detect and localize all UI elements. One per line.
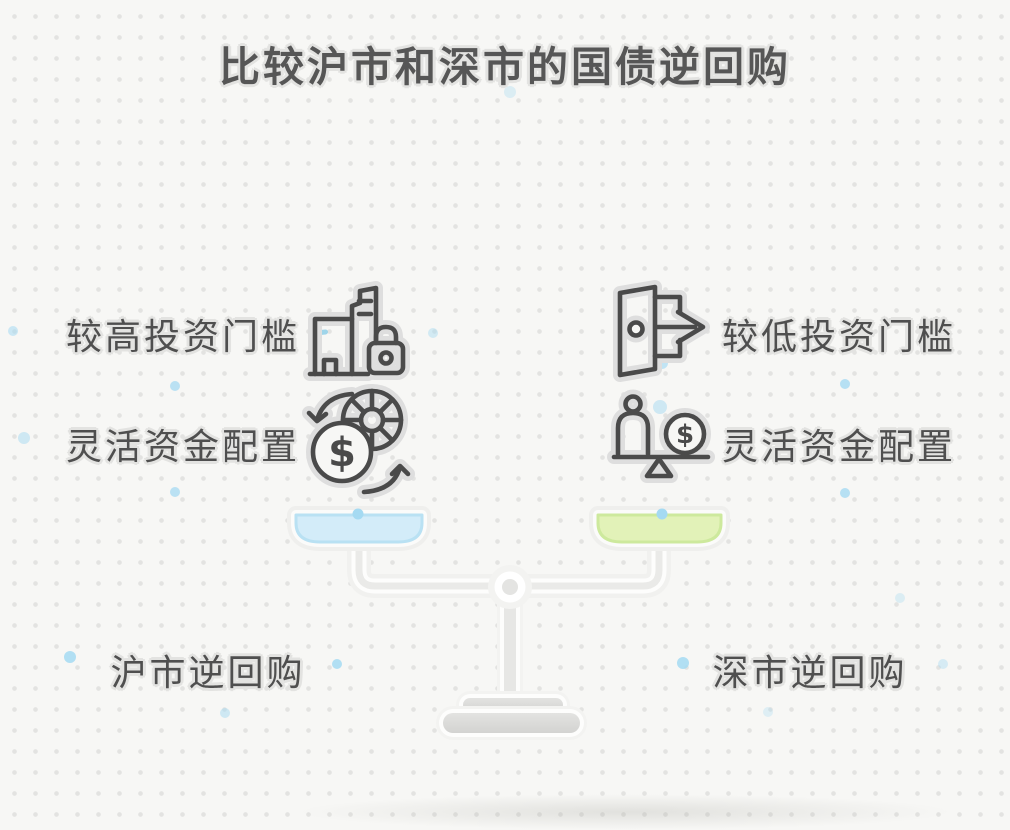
accent-dot <box>428 328 438 338</box>
page-title: 比较沪市和深市的国债逆回购 <box>219 43 791 92</box>
accent-dot <box>653 400 667 414</box>
accent-dot <box>840 488 850 498</box>
scale-right-pan <box>589 506 730 551</box>
feature-label-left-allocation: 灵活资金配置 <box>65 427 300 468</box>
accent-dot <box>8 326 18 336</box>
right-pan-bowl <box>596 513 723 544</box>
coins-exchange-icon: $ <box>300 390 416 496</box>
dollar-sign: $ <box>676 420 694 450</box>
door-arrow-icon <box>593 283 713 383</box>
dollar-sign: $ <box>328 430 356 476</box>
accent-dot <box>731 433 741 443</box>
right-pan-accent-dot <box>656 508 668 520</box>
scale-base <box>436 691 587 740</box>
building-lock-icon <box>302 282 417 382</box>
scale-pole <box>497 591 523 713</box>
left-pan-bowl <box>294 513 424 544</box>
feature-label-right-allocation: 灵活资金配置 <box>722 427 957 468</box>
scale-left-pan <box>287 506 431 551</box>
feature-label-right-threshold: 较低投资门槛 <box>722 317 957 358</box>
accent-dot <box>332 659 342 669</box>
accent-dot <box>170 487 180 497</box>
accent-dot <box>763 707 773 717</box>
accent-dot <box>677 657 689 669</box>
left-pan-accent-dot <box>352 508 364 520</box>
market-label-shenzhen: 深市逆回购 <box>712 653 908 694</box>
accent-dot <box>170 381 180 391</box>
accent-dot <box>18 432 30 444</box>
ground-shadow <box>295 794 955 830</box>
accent-dot <box>938 659 948 669</box>
accent-dot <box>840 379 850 389</box>
accent-dot <box>64 651 76 663</box>
accent-dot <box>895 593 905 603</box>
balance-scale <box>287 506 730 740</box>
feature-label-left-threshold: 较高投资门槛 <box>65 317 300 358</box>
accent-dot <box>504 86 516 98</box>
person-coin-balance-icon: $ <box>612 396 712 484</box>
market-label-shanghai: 沪市逆回购 <box>110 653 306 694</box>
scale-pivot <box>488 565 532 609</box>
accent-dot <box>220 708 230 718</box>
